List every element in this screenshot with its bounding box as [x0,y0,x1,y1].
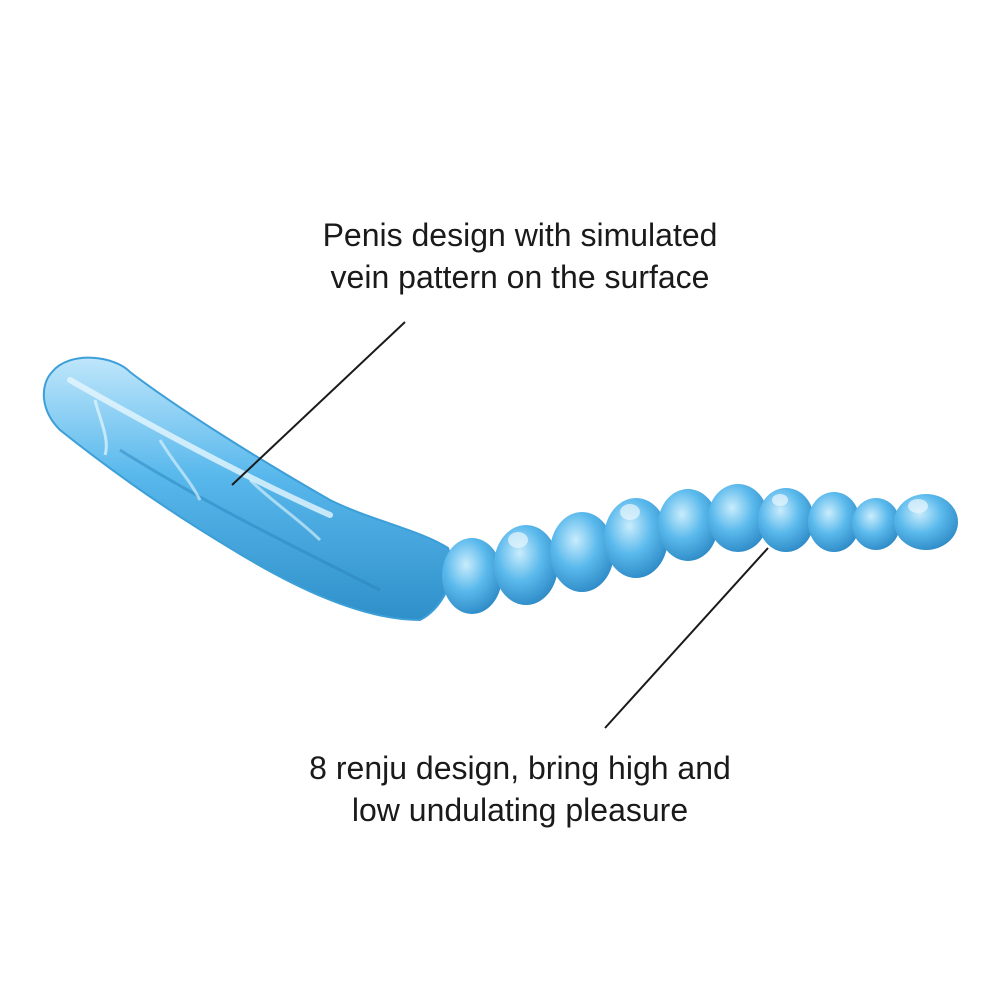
bottom-callout-line-1: 8 renju design, bring high and [309,750,731,786]
bottom-callout-line-2: low undulating pleasure [351,792,689,828]
top-callout-line-2: vein pattern on the surface [330,259,710,295]
bottom-leader-line [604,547,769,729]
bead-section [442,484,958,614]
bottom-callout: 8 renju design, bring high and low undul… [250,747,790,831]
top-callout-line-1: Penis design with simulated [322,217,718,253]
shaft-section [42,356,453,622]
top-leader-line [231,321,406,486]
top-callout: Penis design with simulated vein pattern… [250,214,790,298]
